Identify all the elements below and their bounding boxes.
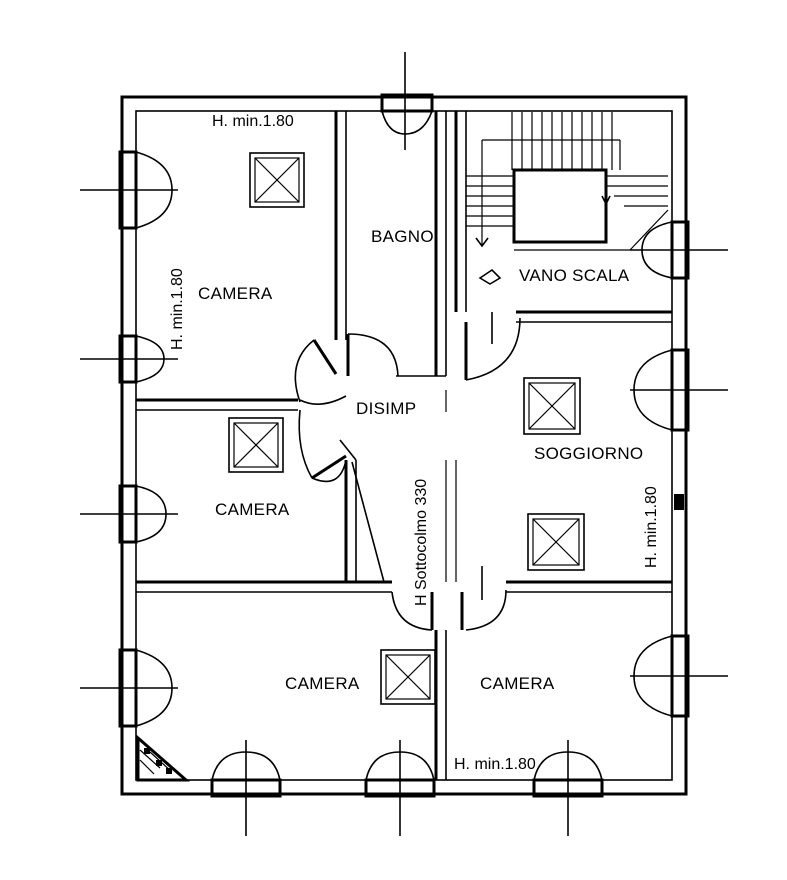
room-label-disimp: DISIMP [356, 399, 416, 418]
staircase [466, 112, 669, 251]
skylight-icon [380, 649, 436, 705]
window-icon [630, 634, 728, 718]
height-label-sottocolmo: H Sottocolmo 330 [413, 479, 430, 606]
window-icon [80, 334, 178, 384]
height-label-top: H. min.1.80 [212, 113, 294, 130]
room-label-camera-mid-left: CAMERA [215, 500, 290, 519]
room-label-vano-scala: VANO SCALA [519, 266, 630, 285]
height-label-left: H. min.1.80 [169, 268, 186, 350]
room-label-bagno: BAGNO [371, 227, 434, 246]
window-icon [80, 648, 178, 728]
height-label-right: H. min.1.80 [643, 486, 660, 568]
room-label-camera-top-left: CAMERA [198, 284, 273, 303]
window-icon [380, 52, 434, 150]
interior-walls [136, 111, 672, 780]
door-icon [294, 312, 521, 631]
light-icon [478, 268, 502, 285]
chimney-hatch [136, 734, 190, 782]
room-label-camera-bottom-right: CAMERA [480, 674, 555, 693]
wall-marker [674, 494, 684, 510]
skylight-icon [523, 377, 581, 435]
window-icon [532, 740, 604, 836]
window-icon [630, 348, 728, 432]
window-icon [210, 740, 282, 836]
skylight-icon [527, 513, 585, 571]
window-icon [364, 740, 436, 836]
room-label-camera-bottom-left: CAMERA [285, 674, 360, 693]
skylight-icon [228, 417, 284, 473]
window-icon [80, 484, 178, 544]
height-label-bottom-right: H. min.1.80 [454, 756, 536, 773]
window-icon [630, 220, 728, 280]
window-icon [80, 150, 178, 230]
room-label-soggiorno: SOGGIORNO [534, 444, 643, 463]
skylight-icon [249, 152, 305, 208]
